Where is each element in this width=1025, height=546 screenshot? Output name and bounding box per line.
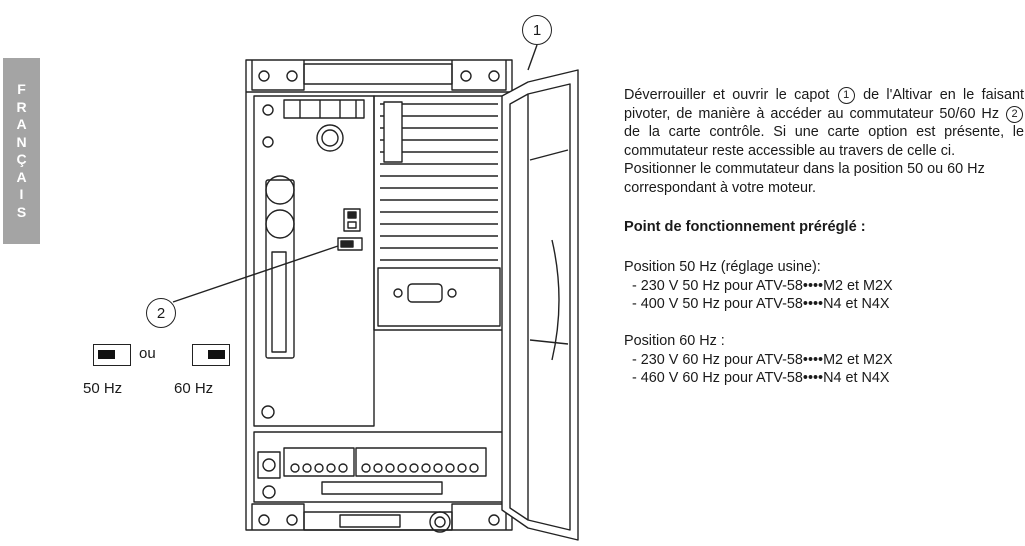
instructions-column: Déverrouiller et ouvrir le capot 1 de l'…: [624, 86, 1024, 388]
ground-screw: [429, 511, 451, 533]
callout-ref-switch: 2: [1006, 105, 1023, 123]
callout-switch: 2: [146, 298, 176, 328]
list-item: - 460 V 60 Hz pour ATV-58••••N4 et N4X: [632, 370, 890, 387]
board-screw: [262, 136, 274, 148]
mount-hole: [488, 514, 500, 526]
serial-port: [407, 283, 443, 303]
position-50-title: Position 50 Hz (réglage usine):: [624, 259, 821, 276]
terminal-screw: [262, 458, 276, 472]
bottom-rail: [303, 511, 453, 531]
position-60-list: - 230 V 60 Hz pour ATV-58••••M2 et M2X -…: [624, 351, 1024, 388]
switch-60hz-icon: [192, 344, 230, 366]
mount-hole: [460, 70, 472, 82]
label-50hz: 50 Hz: [83, 380, 123, 397]
intro-text-3: de la carte contrôle. Si une carte optio…: [624, 124, 1024, 159]
switch-or-label: ou: [139, 345, 156, 362]
mount-hole: [286, 514, 298, 526]
top-rail: [303, 63, 453, 85]
language-letter: N: [16, 133, 27, 150]
position-50-list: - 230 V 50 Hz pour ATV-58••••M2 et M2X -…: [624, 277, 1024, 314]
callout-ref-cover: 1: [837, 87, 855, 104]
intro-text-1: Déverrouiller et ouvrir le capot: [624, 87, 837, 103]
intro-text-2: de l'Altivar en le faisant pivoter, de m…: [624, 87, 1025, 122]
position-instruction: Positionner le commutateur dans la posit…: [624, 161, 985, 196]
callout-leader-1: [527, 44, 538, 71]
intro-block: Déverrouiller et ouvrir le capot 1 de l'…: [624, 86, 1024, 198]
mount-hole: [258, 514, 270, 526]
preset-title: Point de fonctionnement préréglé :: [624, 218, 866, 235]
top-mount-right: [451, 60, 507, 91]
board-screw: [316, 124, 344, 152]
language-letter: Ç: [16, 151, 27, 167]
terminal-screws: [290, 463, 479, 473]
list-item: - 400 V 50 Hz pour ATV-58••••N4 et N4X: [632, 296, 890, 313]
board-screw: [261, 405, 275, 419]
cover-latch: [551, 239, 560, 361]
switch-50hz-icon: [93, 344, 131, 366]
language-letter: S: [16, 203, 27, 220]
list-item: - 230 V 50 Hz pour ATV-58••••M2 et M2X: [632, 277, 893, 294]
language-letter: A: [16, 116, 27, 132]
terminal-block: [355, 447, 487, 477]
terminal-block: [283, 447, 355, 477]
intro-paragraph: Déverrouiller et ouvrir le capot 1 de l'…: [624, 86, 1024, 160]
mount-hole: [258, 70, 270, 82]
mount-hole: [286, 70, 298, 82]
list-item: - 230 V 60 Hz pour ATV-58••••M2 et M2X: [632, 351, 893, 368]
option-connector: [265, 179, 295, 359]
callout-cover: 1: [522, 15, 552, 45]
language-letter: R: [16, 98, 27, 115]
open-cover: [501, 69, 579, 541]
language-letter: A: [16, 168, 27, 185]
language-tab: F R A N Ç A I S: [3, 58, 40, 244]
language-letter: I: [19, 186, 24, 202]
position-60-title: Position 60 Hz :: [624, 332, 725, 349]
callout-leader-2: [172, 245, 339, 303]
label-60hz: 60 Hz: [174, 380, 214, 397]
board-switch-frame: [343, 208, 361, 232]
board-screw: [262, 104, 274, 116]
language-letter: F: [17, 81, 26, 97]
board-freq-switch: [337, 237, 363, 251]
mount-hole: [488, 70, 500, 82]
